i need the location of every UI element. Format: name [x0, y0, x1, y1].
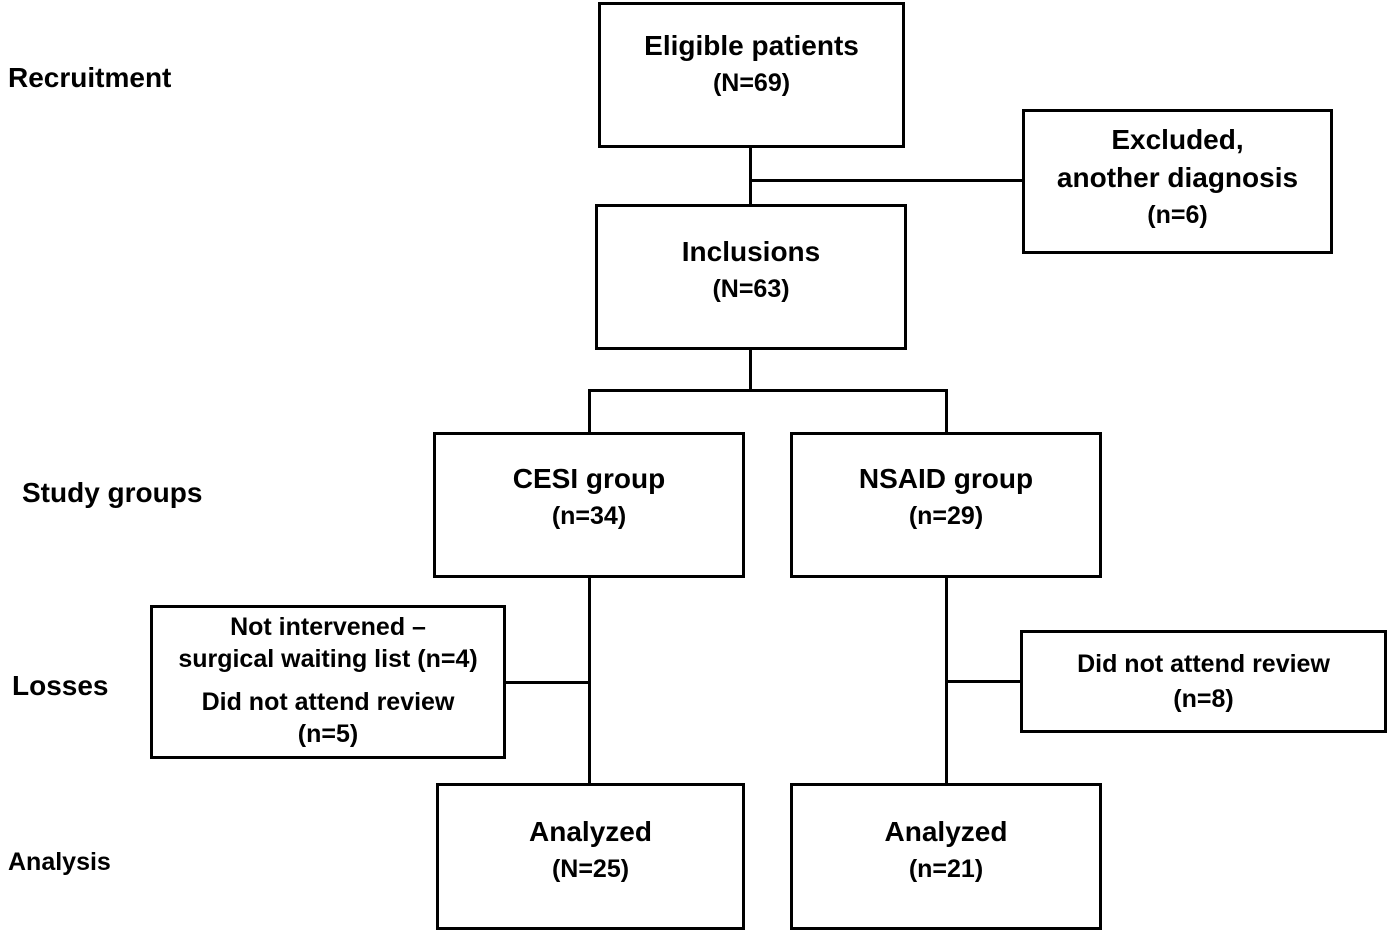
losses-nsaid-line1: Did not attend review: [1077, 649, 1330, 678]
connector-to-excluded: [749, 179, 1022, 182]
connector-branch-horizontal: [588, 389, 948, 392]
box-nsaid-group: NSAID group (n=29): [790, 432, 1102, 578]
stage-label-losses: Losses: [12, 670, 109, 701]
analyzed-cesi-title: Analyzed: [529, 816, 652, 847]
nsaid-group-count: (n=29): [908, 501, 984, 530]
connector-inclusions-to-branch: [749, 349, 752, 391]
box-analyzed-nsaid: Analyzed (n=21): [790, 783, 1102, 930]
inclusions-count: (N=63): [712, 274, 790, 303]
nsaid-group-title: NSAID group: [858, 463, 1034, 494]
stage-label-study-groups: Study groups: [22, 477, 203, 508]
losses-nsaid-count: (n=8): [1173, 684, 1234, 713]
analyzed-nsaid-count: (n=21): [908, 854, 984, 883]
eligible-patients-count: (N=69): [712, 68, 791, 97]
box-cesi-group: CESI group (n=34): [433, 432, 745, 578]
inclusions-title: Inclusions: [681, 236, 821, 267]
losses-cesi-entry2-line2: (n=5): [297, 720, 359, 748]
excluded-line2: another diagnosis: [1056, 161, 1299, 193]
box-losses-nsaid: Did not attend review (n=8): [1020, 630, 1387, 733]
losses-cesi-entry1-line1: Not intervened –: [230, 613, 426, 641]
excluded-count: (n=6): [1147, 200, 1208, 229]
analyzed-nsaid-title: Analyzed: [884, 816, 1008, 847]
stage-label-recruitment: Recruitment: [8, 62, 172, 93]
analyzed-cesi-count: (N=25): [551, 854, 630, 883]
box-excluded: Excluded, another diagnosis (n=6): [1022, 109, 1333, 254]
losses-cesi-entry-2: Did not attend review (n=5): [202, 686, 455, 750]
losses-cesi-entry-1: Not intervened – surgical waiting list (…: [178, 611, 477, 675]
excluded-line1: Excluded,: [1111, 124, 1244, 155]
box-analyzed-cesi: Analyzed (N=25): [436, 783, 745, 930]
cesi-group-count: (n=34): [551, 501, 627, 530]
connector-to-losses-nsaid: [945, 680, 1022, 683]
box-inclusions: Inclusions (N=63): [595, 204, 907, 350]
box-eligible-patients: Eligible patients (N=69): [598, 2, 905, 148]
box-losses-cesi: Not intervened – surgical waiting list (…: [150, 605, 506, 759]
connector-branch-to-cesi: [588, 389, 591, 434]
cesi-group-title: CESI group: [512, 463, 666, 494]
connector-eligible-to-inclusions: [749, 147, 752, 206]
losses-cesi-entry1-line2: surgical waiting list (n=4): [178, 645, 478, 673]
losses-cesi-entry2-line1: Did not attend review: [201, 688, 455, 716]
connector-branch-to-nsaid: [945, 389, 948, 434]
stage-label-analysis: Analysis: [8, 848, 111, 876]
eligible-patients-title: Eligible patients: [644, 30, 859, 61]
connector-to-losses-cesi: [505, 681, 590, 684]
